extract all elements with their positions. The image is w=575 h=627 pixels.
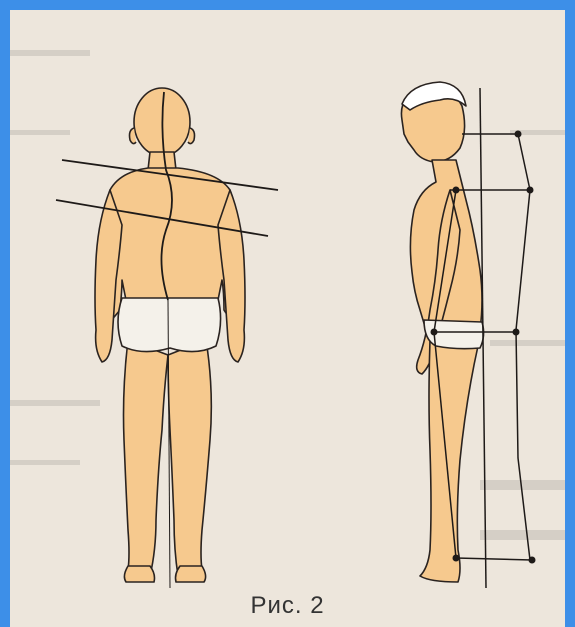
right-leg [168,340,211,576]
posture-illustration [10,10,565,627]
back-underwear [118,298,221,352]
side-leg [420,340,478,582]
left-leg [124,340,169,576]
figure-caption: Рис. 2 [10,592,565,620]
back-view-figure [56,88,278,588]
figure-page: Рис. 2 [10,10,565,627]
